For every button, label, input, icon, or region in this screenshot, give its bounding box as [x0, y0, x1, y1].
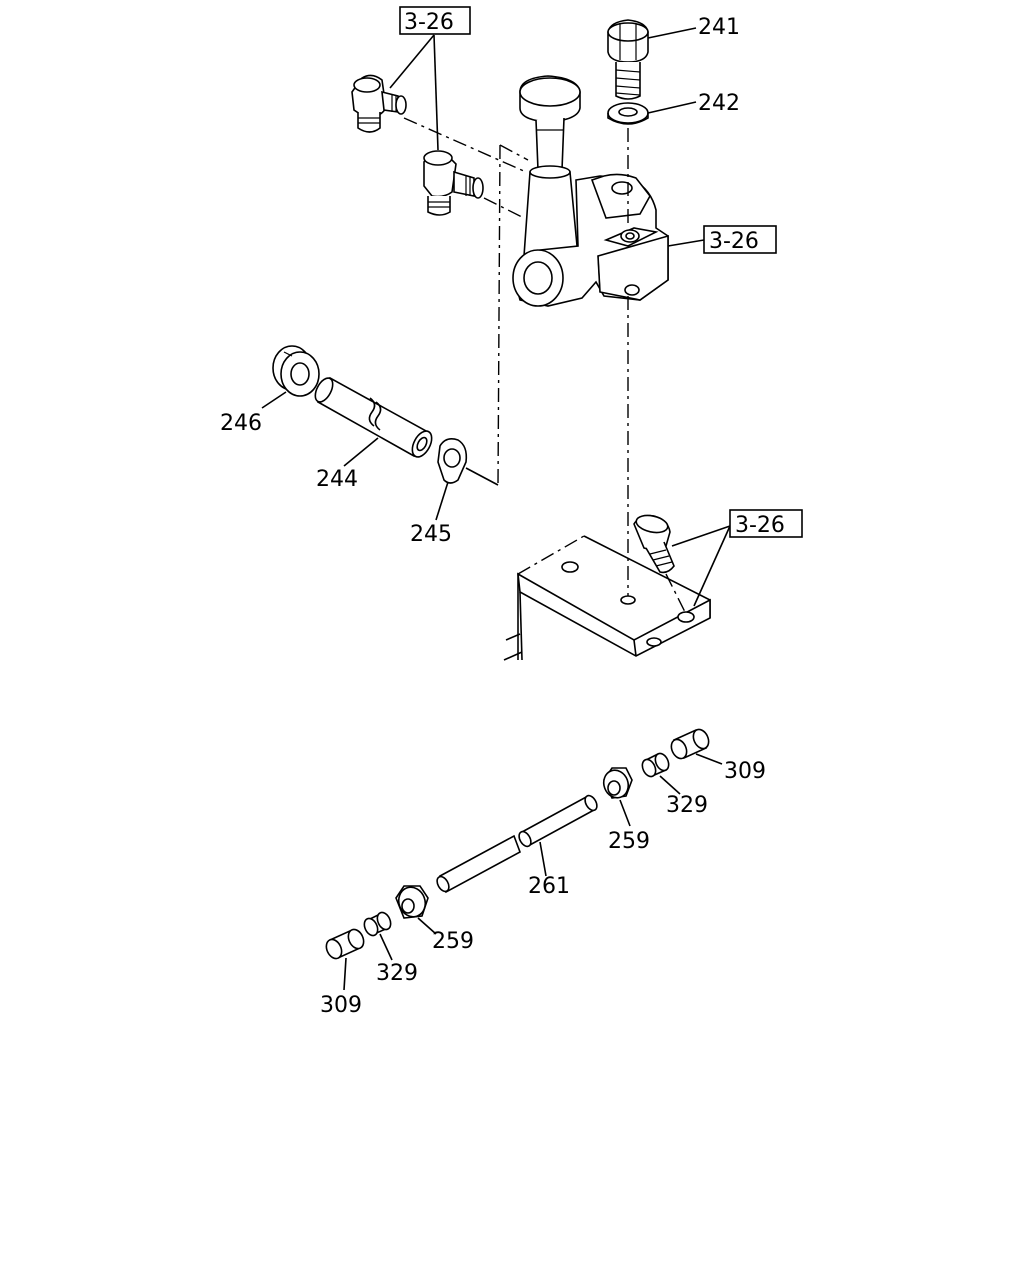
ref-box-top-left: 3-26: [399, 6, 471, 35]
center-line-upper-fitting: [403, 117, 527, 173]
plate-left-edge: [497, 144, 501, 486]
leader-246: [261, 391, 287, 409]
leader-309-left: [343, 957, 347, 991]
tube-244: [314, 376, 433, 458]
nut-259-right: [602, 767, 633, 799]
collar-329-left: [363, 911, 392, 937]
label-246: 246: [220, 411, 262, 436]
ref-label-body-right: 3-26: [709, 229, 759, 254]
mounting-bracket: [503, 535, 711, 661]
plate-top-edge: [499, 144, 529, 161]
leader-ref-body: [667, 239, 705, 247]
label-309-left: 309: [320, 993, 362, 1018]
label-245: 245: [410, 522, 452, 547]
leader-242: [647, 101, 697, 114]
washer-242: [607, 102, 649, 125]
center-line-bracket-bolt: [665, 573, 687, 615]
leader-261: [539, 841, 547, 877]
leader-244: [343, 437, 379, 467]
bracket-back-edge: [517, 535, 585, 575]
sleeve-309-left: [325, 928, 365, 960]
clip-245: [437, 438, 468, 484]
leader-309-right: [695, 753, 723, 765]
leader-ref-top-to-elbow-2: [433, 34, 439, 151]
label-259-left: 259: [432, 929, 474, 954]
ref-label-bracket: 3-26: [735, 513, 785, 538]
leader-259-left: [417, 917, 437, 935]
leader-259-right: [619, 799, 631, 827]
label-259-right: 259: [608, 829, 650, 854]
nut-259-left: [395, 885, 429, 919]
ref-box-body-right: 3-26: [703, 225, 777, 254]
elbow-fitting-upper: [351, 74, 407, 133]
leader-329-right: [659, 775, 681, 795]
grommet-246: [272, 345, 320, 397]
leader-ref-top-to-elbow-1: [389, 34, 435, 89]
hand-valve-body: [512, 75, 669, 307]
bolt-241: [607, 19, 649, 100]
leader-245: [435, 481, 449, 521]
leader-241: [647, 27, 697, 39]
sleeve-309-right: [670, 728, 710, 760]
ref-box-bracket: 3-26: [729, 509, 803, 538]
rod-261: [436, 794, 598, 894]
leader-ref-bracket-1: [671, 525, 731, 547]
tube-connection-line: [465, 467, 499, 486]
label-329-left: 329: [376, 961, 418, 986]
collar-329-right: [641, 752, 670, 778]
label-244: 244: [316, 467, 358, 492]
label-242: 242: [698, 91, 740, 116]
leader-ref-bracket-2: [693, 525, 731, 607]
center-line-lower-fitting: [483, 197, 525, 219]
elbow-fitting-lower: [423, 150, 484, 216]
leader-329-left: [379, 933, 393, 961]
label-329-right: 329: [666, 793, 708, 818]
ref-label-top-left: 3-26: [404, 10, 454, 35]
label-261: 261: [528, 874, 570, 899]
label-309-right: 309: [724, 759, 766, 784]
label-241: 241: [698, 15, 740, 40]
bracket-bolt: [633, 514, 675, 574]
